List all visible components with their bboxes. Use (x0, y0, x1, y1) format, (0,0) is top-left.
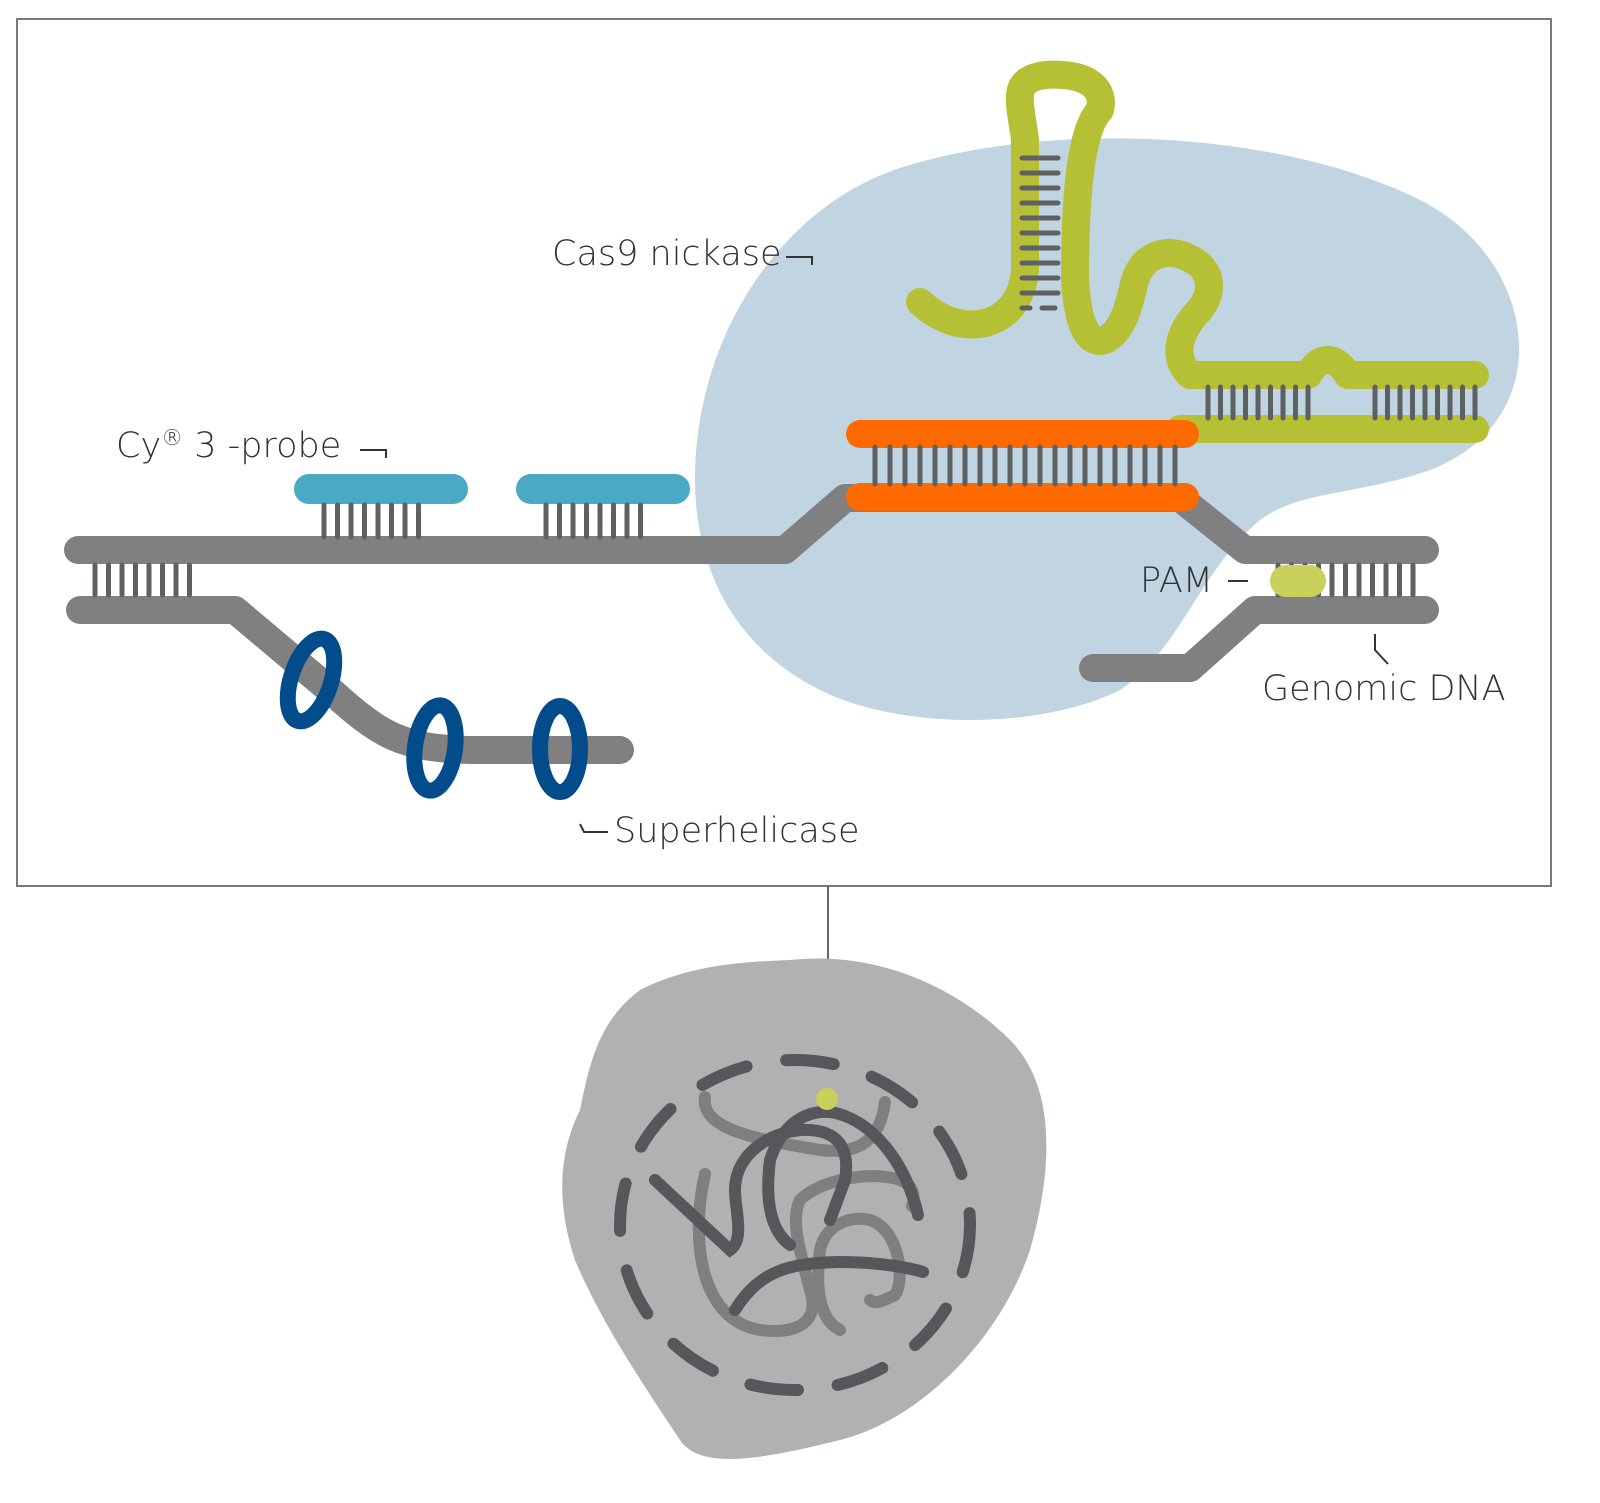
chromatin-dark-2 (729, 1255, 929, 1316)
target-duplex (846, 420, 1199, 511)
label-pam: PAM (1140, 561, 1213, 601)
leader-genomic-dna (1374, 634, 1389, 665)
helicase-ring-1 (279, 630, 343, 730)
pam-marker (1270, 565, 1326, 597)
cy3-probes (294, 474, 690, 504)
dna-bottom-strand-right (1079, 596, 1439, 682)
cy3-probe-2 (516, 474, 690, 504)
chromatin-light-3 (812, 1212, 906, 1336)
chromatin-dark-3 (762, 1105, 924, 1251)
superhelicase (279, 630, 588, 800)
cell-body (562, 958, 1047, 1459)
leader-superhelicase (579, 823, 608, 833)
label-genomic-dna: Genomic DNA (1262, 669, 1506, 709)
leader-cy3-probe (360, 449, 387, 458)
cy3-probe-1 (294, 474, 468, 504)
guide-rna-hairpin (906, 60, 1489, 389)
chromatin (649, 1091, 929, 1337)
helicase-ring-2 (406, 697, 464, 799)
label-cy3-prefix: Cy (116, 426, 161, 466)
probe-base-pairs (321, 502, 643, 540)
leader-cas9 (786, 256, 813, 265)
guide-rna (906, 60, 1489, 443)
helicase-ring-3 (532, 698, 588, 800)
guide-rna-hairpin-base-pairs (1019, 155, 1061, 311)
guide-rna-duplex-base-pairs (1205, 384, 1478, 421)
label-cy3-suffix: 3 -probe (183, 426, 341, 466)
target-duplex-base-pairs (872, 444, 1178, 487)
target-locus-dot (816, 1088, 838, 1110)
label-cas9-nickase: Cas9 nickase (552, 234, 782, 274)
label-cy3-reg: ® (161, 426, 183, 451)
label-superhelicase: Superhelicase (614, 811, 860, 851)
zoom-frame (16, 18, 1552, 887)
nucleus-envelope (614, 1054, 976, 1396)
label-cy3-probe: Cy® 3 -probe (116, 426, 341, 466)
chromatin-dark-1 (649, 1123, 853, 1258)
